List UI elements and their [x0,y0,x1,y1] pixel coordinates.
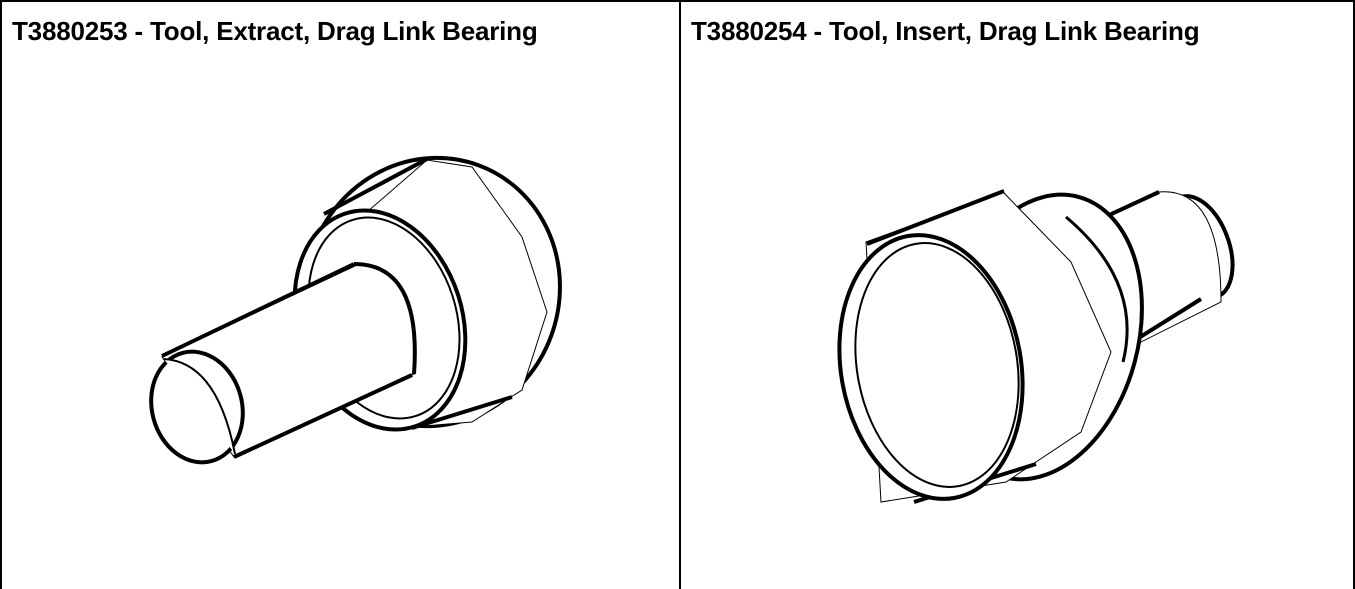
tool-cell-extract: T3880253 - Tool, Extract, Drag Link Bear… [2,2,681,589]
tool-caption-insert: T3880254 - Tool, Insert, Drag Link Beari… [691,16,1200,46]
tool-cell-insert: T3880254 - Tool, Insert, Drag Link Beari… [681,2,1355,589]
tool-caption-extract: T3880253 - Tool, Extract, Drag Link Bear… [12,16,538,46]
extract-tool-drawing [149,155,562,465]
insert-tool-drawing [837,189,1235,504]
